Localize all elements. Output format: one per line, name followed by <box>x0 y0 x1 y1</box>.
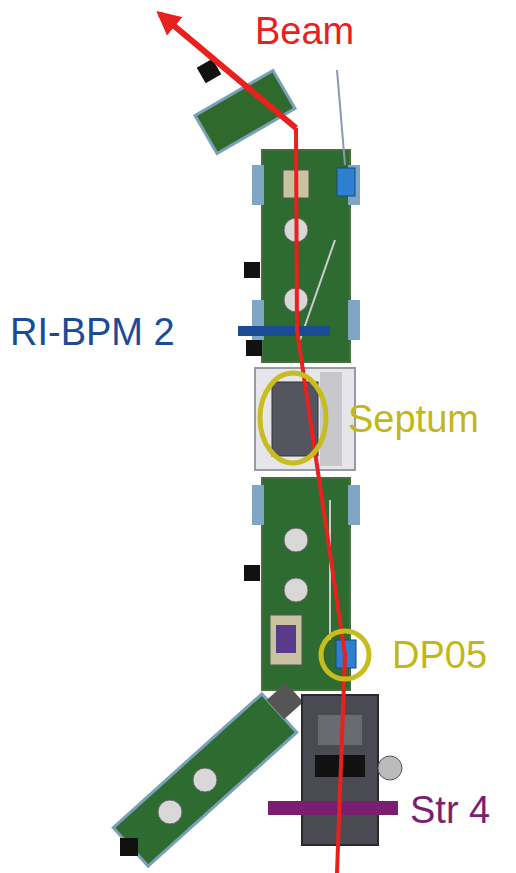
beam-label: Beam <box>255 12 354 50</box>
lower-left-module <box>113 683 303 867</box>
top-module <box>195 59 295 154</box>
dipole-label: DP05 <box>392 636 487 674</box>
upper-module <box>244 70 360 362</box>
highlight-ring <box>260 373 326 463</box>
septum-label: Septum <box>348 400 479 438</box>
beam-path <box>296 128 345 873</box>
lower-module <box>244 478 360 690</box>
screen-marker <box>268 801 398 815</box>
bpm-label: RI-BPM 2 <box>10 313 175 351</box>
bpm-marker <box>238 326 330 336</box>
straight-section-stand <box>302 695 402 845</box>
highlight-ring <box>321 631 369 679</box>
screen-label: Str 4 <box>410 791 490 829</box>
